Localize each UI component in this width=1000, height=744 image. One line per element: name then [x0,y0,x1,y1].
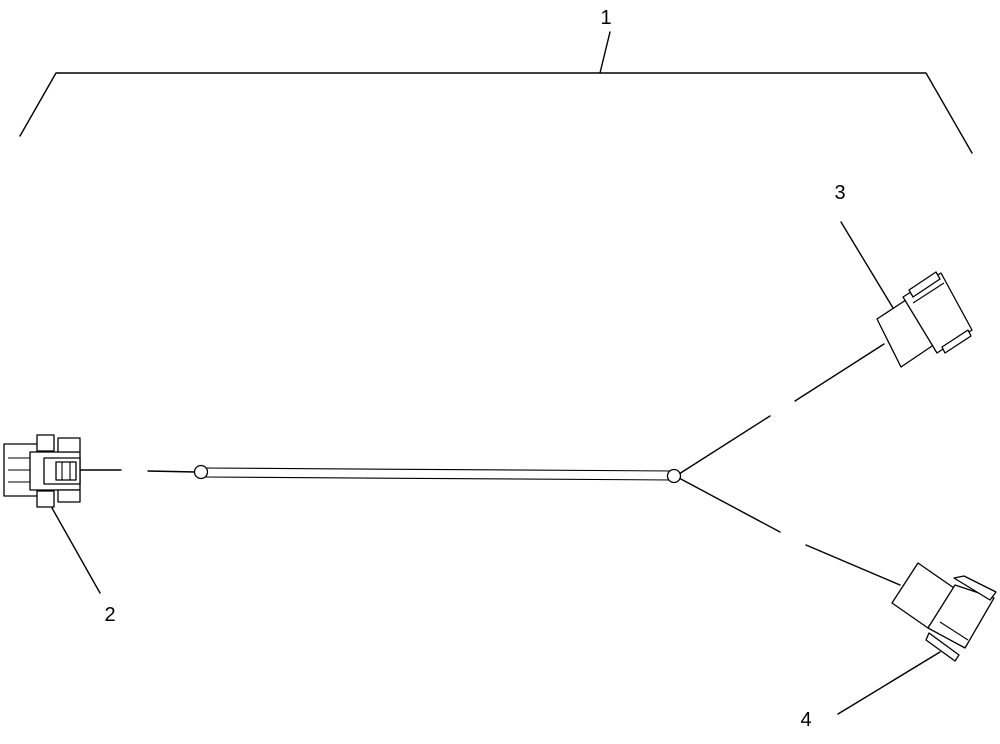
trunk-cable [201,467,675,481]
branch-cable-lower [678,477,901,586]
callout-3-label: 3 [834,182,845,204]
splice-right [666,468,682,484]
callout-4-label: 4 [800,709,811,731]
left-cable [79,469,197,473]
connector-lower-right: 4 [800,562,997,731]
connector-upper-right: 3 [834,182,973,368]
splice-left [193,464,209,480]
callout-1-label: 1 [600,7,611,29]
harness-bracket: 1 [19,7,973,154]
branch-cable-upper [678,343,885,475]
connector-left: 2 [3,434,116,626]
callout-2-label: 2 [104,604,115,626]
